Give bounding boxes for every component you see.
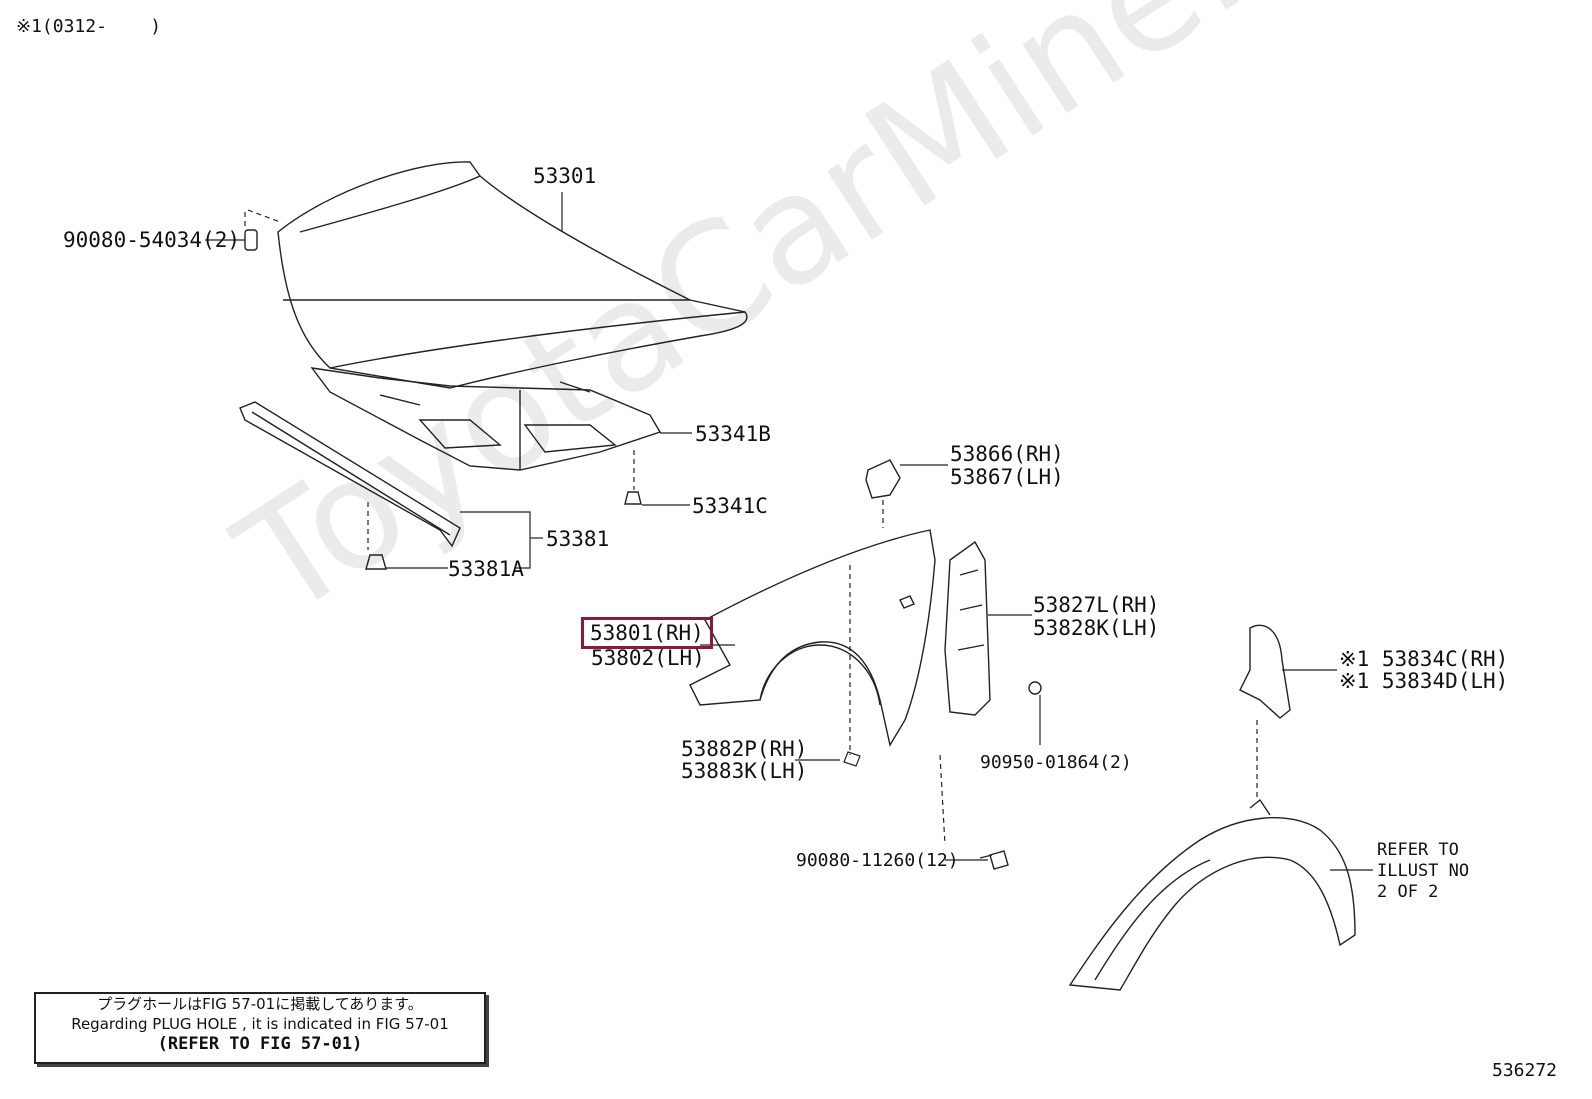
hood-seal-strip-icon <box>239 401 461 548</box>
clip-icons <box>244 229 1042 870</box>
part-label-53801-highlighted[interactable]: 53801(RH) <box>581 617 713 649</box>
part-label-90080-54034[interactable]: 90080-54034(2) <box>63 228 241 252</box>
fender-liner-icon <box>1068 798 1356 991</box>
shield-liner-icon <box>1239 624 1291 719</box>
part-label-53341b[interactable]: 53341B <box>695 422 771 446</box>
hood-part-icon <box>277 161 748 389</box>
part-label-53341c[interactable]: 53341C <box>692 494 768 518</box>
front-fender-icon <box>689 529 936 747</box>
part-label-53883k[interactable]: 53883K(LH) <box>681 759 808 783</box>
figure-number: 536272 <box>1492 1060 1558 1081</box>
fender-seal-icon <box>865 459 901 499</box>
part-label-53867[interactable]: 53867(LH) <box>950 465 1064 489</box>
part-label-53301[interactable]: 53301 <box>533 164 597 188</box>
part-label-53381[interactable]: 53381 <box>546 527 610 551</box>
note-line-english: Regarding PLUG HOLE , it is indicated in… <box>71 1015 449 1033</box>
part-label-53866[interactable]: 53866(RH) <box>950 442 1064 466</box>
part-label-90950-01864[interactable]: 90950-01864(2) <box>980 752 1132 773</box>
hood-inner-panel-icon <box>310 367 662 471</box>
part-label-53381a[interactable]: 53381A <box>448 557 524 581</box>
part-label-53827l[interactable]: 53827L(RH) <box>1033 593 1160 617</box>
part-label-53828k[interactable]: 53828K(LH) <box>1033 616 1160 640</box>
part-label-53834c[interactable]: ※1 53834C(RH) <box>1339 647 1509 671</box>
part-label-53882p[interactable]: 53882P(RH) <box>681 737 808 761</box>
effective-date-note: ※1(0312- ) <box>16 16 162 37</box>
refer-illust-note: REFER TO ILLUST NO 2 OF 2 <box>1377 840 1470 902</box>
note-line-japanese: プラグホールはFIG 57-01に掲載してあります。 <box>97 995 423 1013</box>
plug-hole-note-box: プラグホールはFIG 57-01に掲載してあります。 Regarding PLU… <box>34 992 486 1064</box>
part-label-53834d[interactable]: ※1 53834D(LH) <box>1339 669 1509 693</box>
part-label-53802[interactable]: 53802(LH) <box>591 646 705 670</box>
note-line-refer: (REFER TO FIG 57-01) <box>157 1034 363 1054</box>
leader-lines <box>205 192 1373 871</box>
part-label-90080-11260[interactable]: 90080-11260(12) <box>796 850 959 871</box>
fender-bracket-icon <box>944 540 991 716</box>
